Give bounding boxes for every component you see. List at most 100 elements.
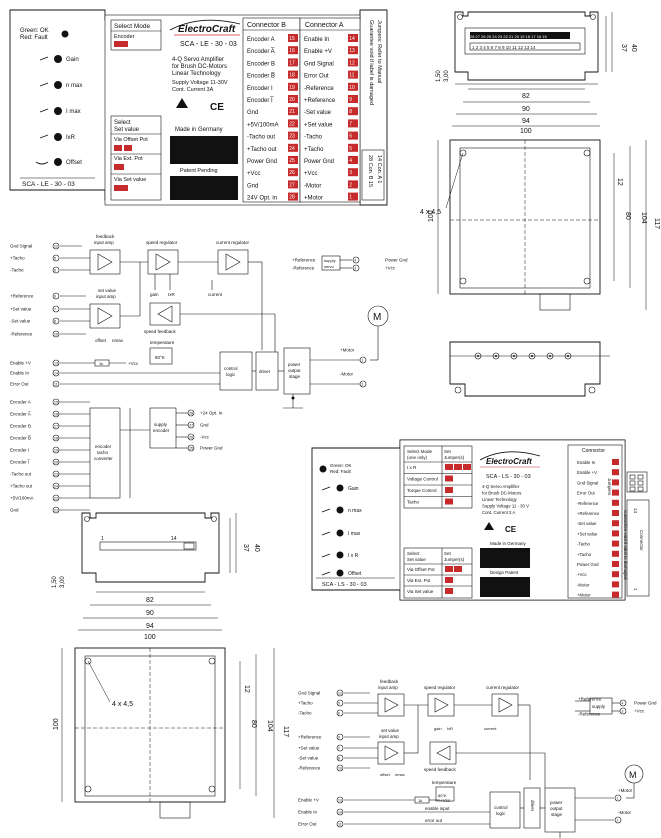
p2-via-jumper[interactable] (445, 566, 453, 572)
connector-b-row-pin[interactable] (288, 156, 298, 164)
p2-pot-trim[interactable] (321, 508, 331, 513)
p2-pot-trim[interactable] (321, 553, 331, 558)
p2-jumper-pin[interactable] (637, 480, 644, 486)
sch1-terminal-num: 7 (54, 308, 56, 312)
p2-via-jumper[interactable] (445, 588, 453, 594)
p2-conn-pin[interactable] (612, 520, 619, 527)
end-view-pin (492, 352, 500, 360)
p2-pot-trim[interactable] (321, 486, 331, 491)
connector-a-row-pin[interactable] (348, 95, 358, 103)
pot-nmax-trim[interactable] (39, 82, 49, 87)
p2-conn-pin[interactable] (612, 469, 619, 476)
connector-b-row-pin[interactable] (288, 107, 298, 116)
p2-conn-pin[interactable] (612, 530, 619, 537)
vertical-conn-b: 28 Con. B 15 (367, 155, 373, 187)
connector-a-row-pin[interactable] (348, 192, 358, 201)
current-regulator-label: current regulator (216, 240, 250, 245)
p2-conn-pin[interactable] (612, 591, 619, 598)
p2-pot-knob[interactable] (336, 569, 344, 577)
p2-jumper-pin[interactable] (629, 480, 636, 486)
pot-gain-knob[interactable] (54, 55, 62, 63)
connector-a-row-pin[interactable] (348, 70, 358, 79)
end-view-pin-core (513, 355, 515, 357)
p2-jumper-pin[interactable] (637, 486, 644, 492)
p2-mode-jumper[interactable] (463, 464, 471, 470)
svg-text:nmax: nmax (395, 772, 405, 777)
connector-b-row-pin[interactable] (288, 180, 298, 189)
p2-via-jumper[interactable] (445, 577, 453, 583)
p2-conn-pin[interactable] (612, 459, 619, 465)
pot-nmax-knob[interactable] (54, 81, 62, 89)
via-ext-jumper[interactable] (114, 164, 124, 170)
pot-ixr-trim[interactable] (39, 134, 49, 139)
connector-b-row-num: 18 (289, 73, 295, 79)
p2-mode-jumper[interactable] (445, 498, 453, 505)
p2-via-jumper[interactable] (454, 566, 462, 572)
connector-b-row-pin[interactable] (288, 168, 298, 177)
sch2-left-label: Gnd Signal (298, 691, 320, 696)
p2-pot-knob[interactable] (336, 484, 344, 492)
via-set-jumper[interactable] (114, 185, 128, 191)
p2-conn-pin[interactable] (612, 581, 619, 588)
connector-b-row-pin[interactable] (288, 131, 298, 140)
connector-b-row-pin[interactable] (288, 119, 298, 128)
connector-b-row-pin[interactable] (288, 82, 298, 91)
pot-offset-trim[interactable] (35, 161, 49, 165)
connector-a-row-pin[interactable] (348, 82, 358, 91)
connector-b-row-num: 15 (289, 36, 295, 42)
connector-a-row-pin[interactable] (348, 143, 358, 152)
connector-b-row-pin[interactable] (288, 143, 298, 152)
connector-a-row-pin[interactable] (348, 180, 358, 189)
pot-offset-knob[interactable] (54, 158, 62, 166)
via-offset-jumper-2[interactable] (124, 145, 132, 151)
connector-a-row-pin[interactable] (348, 58, 358, 67)
p2-pot-knob[interactable] (336, 529, 344, 537)
pot-ixr-knob[interactable] (54, 133, 62, 141)
connector-a-row-pin[interactable] (348, 156, 358, 164)
connector-b-row-pin[interactable] (288, 46, 298, 55)
p2-pot-label: I x R (348, 553, 359, 559)
dim-bottom-100v: 100 (53, 718, 60, 730)
p2-conn-pin[interactable] (612, 550, 619, 557)
p2-conn-pin[interactable] (612, 479, 619, 486)
p2-conn-pin[interactable] (612, 561, 619, 567)
p2-jumper-pin[interactable] (629, 474, 636, 480)
connector-a-row-pin[interactable] (348, 34, 358, 42)
dim-top-82: 82 (522, 93, 530, 100)
connector-b-row-pin[interactable] (288, 192, 298, 201)
p2-pot-knob[interactable] (336, 551, 344, 559)
encoder-jumper[interactable] (114, 41, 128, 47)
pot-imax-trim[interactable] (39, 108, 49, 113)
p2-mode-jumper[interactable] (445, 487, 453, 493)
p2-conn-pin[interactable] (612, 489, 619, 496)
p2-mode-jumper[interactable] (445, 464, 453, 470)
p2-jumper-pin[interactable] (637, 474, 644, 480)
pot-gain-trim[interactable] (39, 56, 49, 61)
p2-pot-knob[interactable] (336, 506, 344, 514)
p2-mode-label: Voltage Control (407, 477, 438, 482)
p2-pot-trim[interactable] (321, 531, 331, 536)
connector-a-row-pin[interactable] (348, 119, 358, 128)
p2-pot-trim[interactable] (321, 571, 331, 576)
p2-conn-pin[interactable] (612, 540, 619, 547)
p2-conn-pin[interactable] (612, 510, 619, 516)
connector-a-row-pin[interactable] (348, 107, 358, 116)
connector-b-row-pin[interactable] (288, 58, 298, 67)
connector-a-row-pin[interactable] (348, 46, 358, 55)
p2-mode-label: I x R (407, 465, 417, 470)
connector-a-row-pin[interactable] (348, 131, 358, 140)
sch1-right-terminal (359, 380, 367, 388)
connector-a-row-num: 10 (349, 85, 355, 91)
pot-imax-knob[interactable] (54, 107, 62, 115)
connector-b-row-pin[interactable] (288, 95, 298, 103)
via-offset-jumper-1[interactable] (114, 145, 122, 151)
connector-b-row-pin[interactable] (288, 34, 298, 42)
p2-mode-jumper[interactable] (454, 464, 462, 470)
sch2-right-label: +Vcc (634, 709, 645, 714)
p2-jumper-pin[interactable] (629, 486, 636, 492)
connector-a-row-pin[interactable] (348, 168, 358, 177)
p2-conn-pin[interactable] (612, 499, 619, 506)
connector-b-row-pin[interactable] (288, 70, 298, 79)
p2-mode-jumper[interactable] (445, 475, 453, 482)
p2-conn-pin[interactable] (612, 571, 619, 578)
